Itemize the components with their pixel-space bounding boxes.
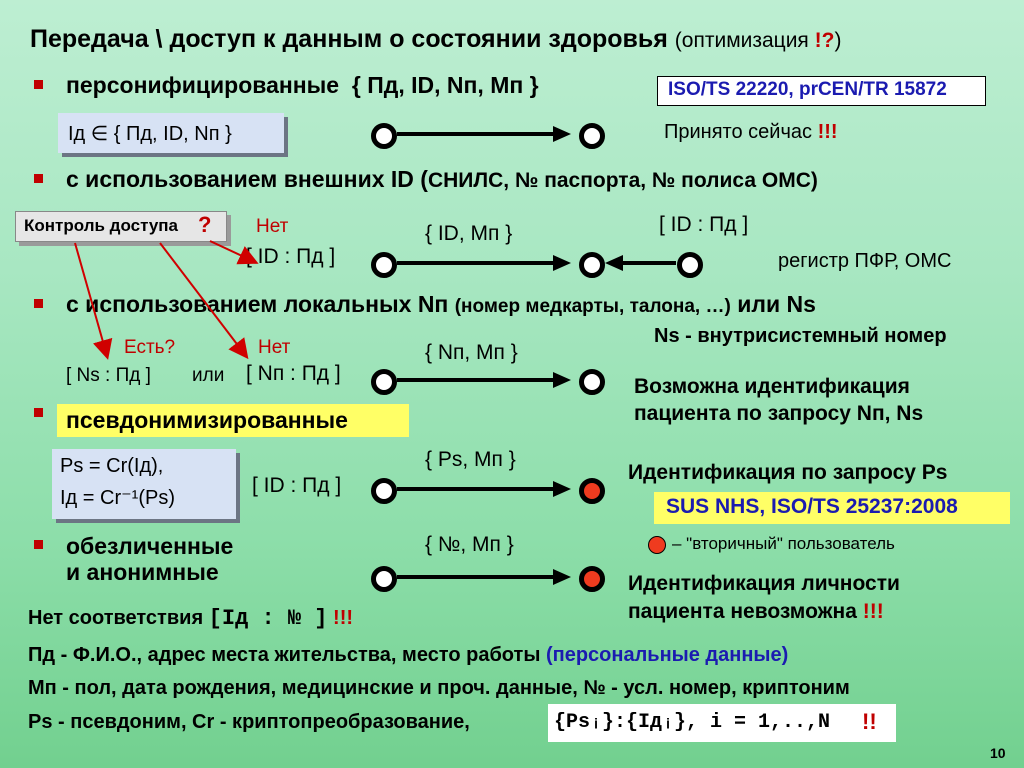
set-num-mp: { №, Мп } xyxy=(425,533,514,556)
node-source xyxy=(371,123,397,149)
set-id-mp: { ID, Мп } xyxy=(425,222,513,245)
node-secondary-user xyxy=(579,478,605,504)
id-set-box: Iд ∈ { Пд, ID, Nп } xyxy=(58,113,284,153)
arrow-head-right xyxy=(553,481,571,497)
pointer-to-ns-pd xyxy=(74,242,113,360)
pseudo-highlight: псевдонимизированные xyxy=(57,404,409,437)
access-control-box: Контроль доступа ? xyxy=(15,211,227,242)
set-np-mp: { Nп, Мп } xyxy=(425,341,518,364)
ps-formula-box: Ps = Cr(Iд), Iд = Cr⁻¹(Ps) xyxy=(52,449,236,519)
pair-np-pd: [ Nп : Пд ] xyxy=(246,362,341,385)
node-source xyxy=(371,566,397,592)
pair-id-pd-registry: [ ID : Пд ] xyxy=(659,213,749,236)
title-emph: !? xyxy=(814,29,835,52)
node-target xyxy=(579,123,605,149)
node-secondary-user xyxy=(579,566,605,592)
standard-sus: SUS NHS, ISO/TS 25237:2008 xyxy=(666,495,958,518)
title-paren: (оптимизация !?) xyxy=(674,29,842,52)
pair-id-pd-pseudo: [ ID : Пд ] xyxy=(252,474,342,497)
node-source xyxy=(371,369,397,395)
no-match: Нет соответствия [Iд : № ] !!! xyxy=(28,606,354,631)
ps-formula-2: Iд = Cr⁻¹(Ps) xyxy=(60,487,175,509)
ps-definition: Ps - псевдоним, Cr - криптопреобразовани… xyxy=(28,711,470,733)
ps-formula-1: Ps = Cr(Iд), xyxy=(60,455,164,477)
id-set: Iд ∈ { Пд, ID, Nп } xyxy=(68,123,232,145)
mp-definition: Мп - пол, дата рождения, медицинские и п… xyxy=(28,677,850,699)
pair-ns-pd: [ Ns : Пд ] xyxy=(66,365,151,386)
secondary-user-legend: – "вторичный" пользователь xyxy=(672,534,895,553)
node-registry xyxy=(677,252,703,278)
bullet-marker xyxy=(34,80,43,89)
registry-label: регистр ПФР, ОМС xyxy=(778,250,952,272)
label-or: или xyxy=(192,365,225,386)
bullet-marker xyxy=(34,299,43,308)
personified-set: { Пд, ID, Nп, Мп } xyxy=(351,72,539,98)
arrow-line xyxy=(397,487,555,491)
pd-definition: Пд - Ф.И.О., адрес места жительства, мес… xyxy=(28,644,789,666)
legend-red-node xyxy=(648,536,666,554)
arrow-line xyxy=(621,261,676,265)
label-no: Нет xyxy=(256,216,289,237)
bullet-marker xyxy=(34,540,43,549)
possible-identification: Возможна идентификация пациента по запро… xyxy=(634,375,924,425)
arrow-head-right xyxy=(553,569,571,585)
node-target xyxy=(579,369,605,395)
ps-set-box: {Psᵢ}:{Iдᵢ}, i = 1,..,N !! xyxy=(548,704,896,742)
bullet-marker xyxy=(34,174,43,183)
title-main: Передача \ доступ к данным о состоянии з… xyxy=(30,25,668,53)
node-target xyxy=(579,252,605,278)
standard-iso-22220: ISO/TS 22220, prCEN/TR 15872 xyxy=(657,76,986,106)
arrow-head-right xyxy=(553,255,571,271)
page-number: 10 xyxy=(990,745,1006,761)
identification-by-request: Идентификация по запросу Ps xyxy=(628,461,948,484)
page-title: Передача \ доступ к данным о состоянии з… xyxy=(30,25,841,54)
bullet-anonymized: обезличенные и анонимные xyxy=(66,533,234,585)
arrow-head-right xyxy=(553,372,571,388)
node-source xyxy=(371,252,397,278)
arrow-line xyxy=(397,378,555,382)
ns-definition: Ns - внутрисистемный номер xyxy=(654,325,947,347)
bullet-marker xyxy=(34,408,43,417)
bullet-pseudonymized: псевдонимизированные xyxy=(66,407,348,433)
label-no: Нет xyxy=(258,337,291,358)
ps-set: {Psᵢ}:{Iдᵢ}, i = 1,..,N xyxy=(554,711,831,734)
identification-impossible: Идентификация личности пациента невозмож… xyxy=(628,572,900,623)
set-ps-mp: { Ps, Мп } xyxy=(425,448,516,471)
label-yes-question: Есть? xyxy=(124,337,176,358)
pointer-to-id-pd xyxy=(209,240,259,265)
ps-emph: !! xyxy=(862,709,877,734)
accepted-now: Принято сейчас !!! xyxy=(664,121,838,143)
arrow-line xyxy=(397,132,555,136)
arrow-line xyxy=(397,261,555,265)
bullet-external-id: с использованием внешних ID (СНИЛС, № па… xyxy=(66,166,818,192)
bullet-local-np: с использованием локальных Nп (номер мед… xyxy=(66,291,816,317)
node-source xyxy=(371,478,397,504)
arrow-head-right xyxy=(553,126,571,142)
arrow-line xyxy=(397,575,555,579)
pointer-to-np-pd xyxy=(159,242,249,360)
standard-sus-box: SUS NHS, ISO/TS 25237:2008 xyxy=(654,492,1010,524)
pair-id-pd: [ ID : Пд ] xyxy=(246,245,336,268)
bullet-personified: персонифицированные { Пд, ID, Nп, Мп } xyxy=(66,72,539,98)
arrow-head-left xyxy=(605,255,623,271)
